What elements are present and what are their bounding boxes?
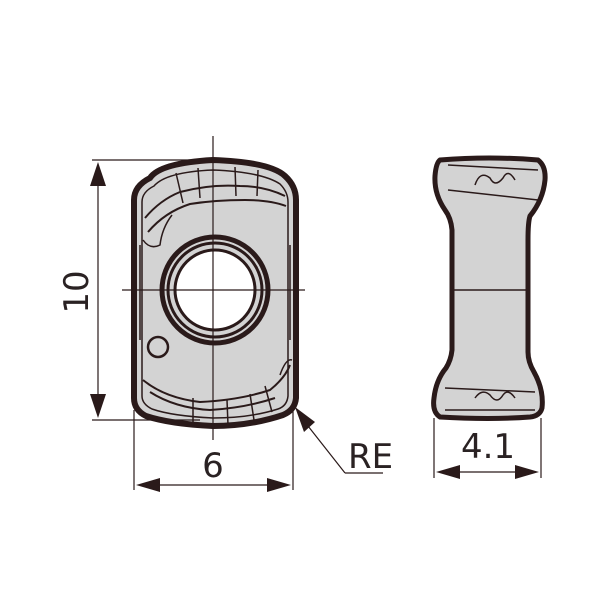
insert-side-body: [431, 155, 548, 421]
thickness-label: 4.1: [461, 427, 515, 467]
marker-hole: [146, 335, 170, 359]
dimension-length: 10: [57, 159, 213, 421]
top-view: [122, 136, 305, 440]
width-label: 6: [202, 446, 224, 486]
side-view: [431, 155, 548, 421]
length-label: 10: [57, 270, 97, 313]
corner-radius-callout: RE: [295, 407, 393, 477]
corner-radius-label: RE: [348, 437, 393, 477]
dimension-thickness: 4.1: [433, 418, 542, 479]
dimension-width: 6: [133, 410, 294, 492]
